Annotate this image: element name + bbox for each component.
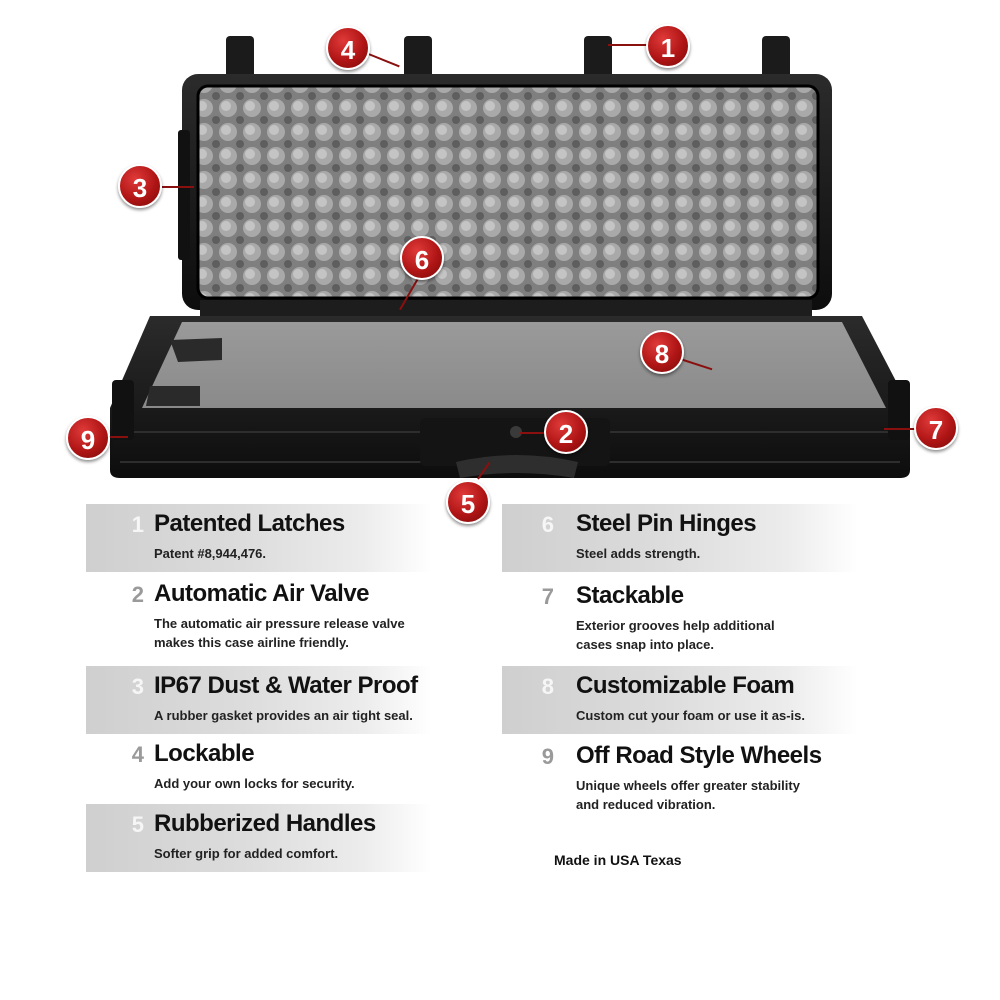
callout-1: 1 bbox=[646, 24, 690, 68]
feature-number: 9 bbox=[541, 744, 554, 769]
feature-description: Steel adds strength. bbox=[576, 546, 701, 561]
lid-side-handle bbox=[178, 130, 190, 260]
feature-item-4: 4 Lockable Add your own locks for securi… bbox=[86, 734, 432, 802]
leader-line bbox=[520, 432, 550, 434]
feature-title: IP67 Dust & Water Proof bbox=[154, 672, 418, 699]
callout-3: 3 bbox=[118, 164, 162, 208]
made-in-label: Made in USA Texas bbox=[554, 852, 682, 868]
feature-title: Patented Latches bbox=[154, 510, 345, 537]
callout-8: 8 bbox=[640, 330, 684, 374]
feature-description: Patent #8,944,476. bbox=[154, 546, 267, 561]
feature-description: A rubber gasket provides an air tight se… bbox=[154, 708, 413, 723]
latch bbox=[226, 36, 254, 80]
leader-line bbox=[884, 428, 916, 430]
feature-description: Softer grip for added comfort. bbox=[154, 846, 339, 861]
base-foam bbox=[142, 322, 886, 408]
air-valve bbox=[510, 426, 522, 438]
feature-number: 2 bbox=[131, 582, 144, 607]
feature-number: 1 bbox=[131, 512, 144, 537]
feature-number: 4 bbox=[131, 742, 144, 767]
lid-foam bbox=[196, 84, 820, 300]
wheel bbox=[112, 380, 134, 440]
feature-number: 8 bbox=[541, 674, 554, 699]
feature-item-9: 9 Off Road Style Wheels Unique wheels of… bbox=[502, 736, 858, 812]
hinge-strip bbox=[200, 300, 812, 316]
feature-number: 7 bbox=[541, 584, 554, 609]
feature-item-1: 1 Patented Latches Patent #8,944,476. bbox=[86, 504, 432, 572]
callout-9: 9 bbox=[66, 416, 110, 460]
feature-number: 3 bbox=[131, 674, 144, 699]
callout-4: 4 bbox=[326, 26, 370, 70]
latch-group bbox=[226, 36, 790, 80]
latch bbox=[404, 36, 432, 80]
feature-description: Custom cut your foam or use it as-is. bbox=[576, 708, 805, 723]
leader-line bbox=[608, 44, 652, 46]
leader-line bbox=[162, 186, 194, 188]
callout-7: 7 bbox=[914, 406, 958, 450]
feature-description: The automatic air pressure release valve… bbox=[154, 616, 405, 650]
feature-item-2: 2 Automatic Air Valve The automatic air … bbox=[86, 574, 432, 650]
feature-title: Stackable bbox=[576, 582, 684, 609]
feature-title: Steel Pin Hinges bbox=[576, 510, 757, 537]
callout-5: 5 bbox=[446, 480, 490, 524]
feature-title: Lockable bbox=[154, 740, 255, 767]
rubber-handle bbox=[456, 455, 578, 478]
callout-6: 6 bbox=[400, 236, 444, 280]
feature-description: Exterior grooves help additional cases s… bbox=[576, 618, 775, 652]
leader-line bbox=[104, 436, 128, 438]
foam-cutout bbox=[170, 338, 222, 362]
feature-item-7: 7 Stackable Exterior grooves help additi… bbox=[502, 576, 858, 652]
feature-item-5: 5 Rubberized Handles Softer grip for add… bbox=[86, 804, 432, 872]
feature-description: Unique wheels offer greater stability an… bbox=[576, 778, 800, 812]
product-image: 1 4 3 6 8 2 5 7 9 bbox=[66, 24, 958, 524]
feature-title: Customizable Foam bbox=[576, 672, 795, 699]
case-illustration bbox=[110, 36, 910, 478]
feature-title: Rubberized Handles bbox=[154, 810, 376, 837]
callout-2: 2 bbox=[544, 410, 588, 454]
stack-corner bbox=[888, 380, 910, 440]
feature-item-8: 8 Customizable Foam Custom cut your foam… bbox=[502, 666, 858, 734]
feature-number: 6 bbox=[541, 512, 554, 537]
feature-number: 5 bbox=[131, 812, 144, 837]
latch bbox=[584, 36, 612, 80]
feature-description: Add your own locks for security. bbox=[154, 776, 355, 791]
latch bbox=[762, 36, 790, 80]
foam-cutout bbox=[146, 386, 200, 406]
feature-title: Off Road Style Wheels bbox=[576, 742, 822, 769]
feature-title: Automatic Air Valve bbox=[154, 580, 370, 607]
feature-item-3: 3 IP67 Dust & Water Proof A rubber gaske… bbox=[86, 666, 432, 734]
feature-item-6: 6 Steel Pin Hinges Steel adds strength. bbox=[502, 504, 858, 572]
